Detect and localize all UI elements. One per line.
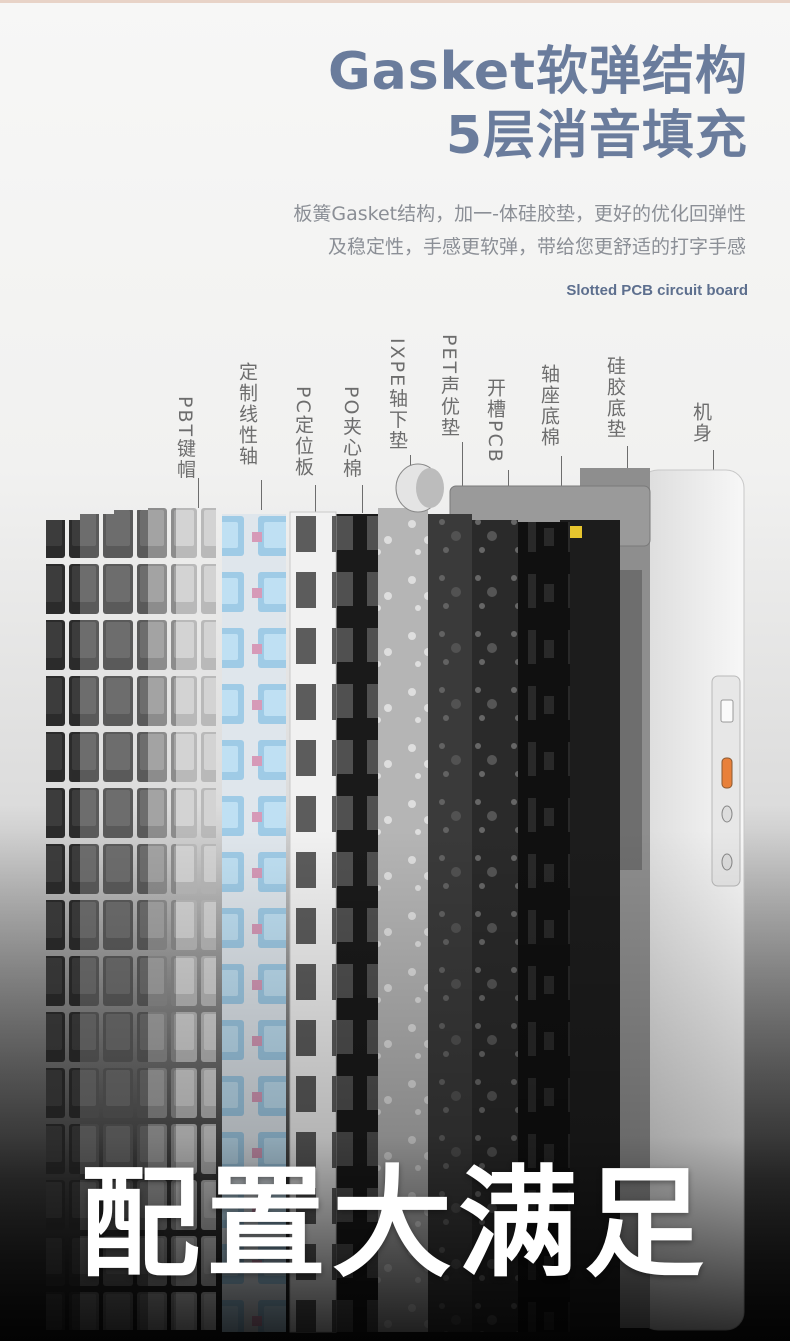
layer-label-case-foam: 轴座底棉: [538, 364, 560, 448]
leader-line: [261, 480, 262, 510]
layer-label-switch: 定制线性轴: [236, 362, 258, 467]
exploded-keyboard-illustration: [0, 463, 790, 1341]
layer-label-case: 机身: [690, 402, 712, 444]
layer-label-po-foam: PO夹心棉: [340, 386, 362, 480]
layer-label-ixpe-pad: IXPE轴下垫: [386, 338, 408, 452]
leader-line: [627, 446, 628, 468]
description-line-2: 及稳定性，手感更软弹，带给您更舒适的打字手感: [327, 236, 746, 258]
layer-label-pet-pad: PET声优垫: [438, 334, 460, 439]
leader-line: [713, 450, 714, 484]
footer-slogan: 配置大满足: [80, 1155, 710, 1294]
top-accent-line: [0, 0, 790, 3]
description-line-1: 板簧Gasket结构，加一-体硅胶垫，更好的优化回弹性: [293, 203, 746, 225]
layer-label-plate: PC定位板: [292, 386, 314, 478]
headline-line-1: Gasket软弹结构: [327, 42, 748, 102]
headline-line-2: 5层消音填充: [445, 106, 748, 166]
layer-label-pcb: 开槽PCB: [484, 378, 506, 464]
layer-label-silicone-pad: 硅胶底垫: [604, 356, 626, 440]
slotted-pcb-caption: Slotted PCB circuit board: [566, 282, 748, 299]
layer-label-keycaps: PBT键帽: [174, 396, 196, 481]
leader-line: [362, 485, 363, 513]
leader-line: [198, 478, 199, 508]
leader-line: [462, 442, 463, 524]
leader-line: [315, 485, 316, 513]
